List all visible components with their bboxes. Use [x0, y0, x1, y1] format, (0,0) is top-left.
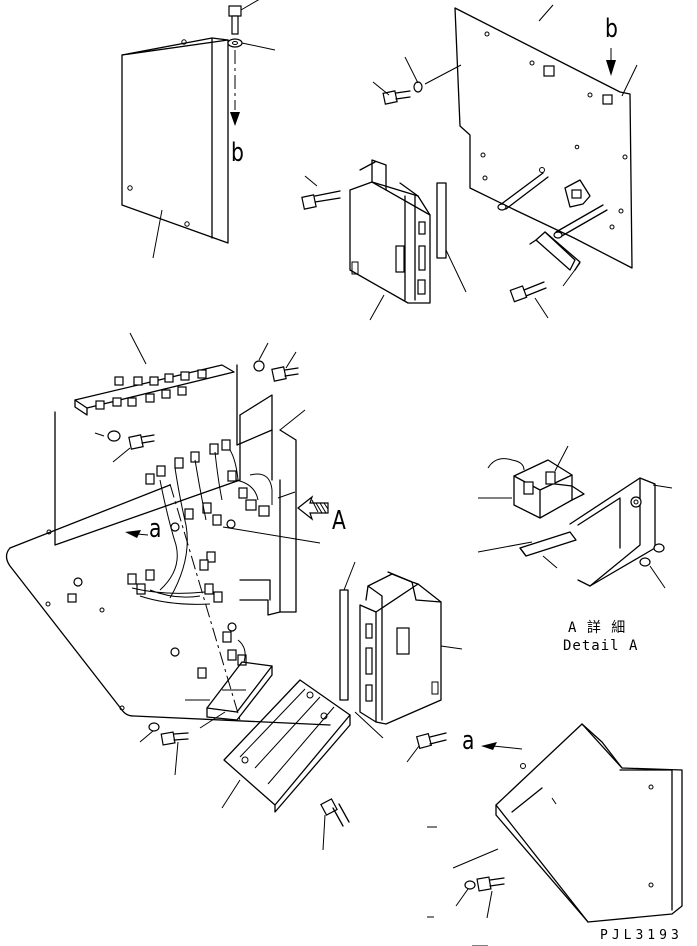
- label-b-top: b: [231, 138, 244, 168]
- bolt-icon: [509, 281, 547, 303]
- detail-a-view: [477, 445, 673, 589]
- main-panel-assembly: [5, 332, 351, 851]
- arrow-down-icon: [230, 112, 240, 126]
- top-plate-assembly: [372, 4, 638, 319]
- bolt-icon: [271, 366, 299, 382]
- drawing-code: PJL3193: [600, 928, 683, 943]
- bolt-icon: [415, 732, 447, 750]
- bold-arrow-icon: [297, 495, 329, 521]
- controller-unit-mid: [339, 561, 463, 763]
- bottom-cover-assembly: [427, 723, 683, 946]
- label-view-a: A: [332, 506, 346, 536]
- arrow-left-icon: [481, 742, 497, 750]
- bolt-icon: [160, 731, 189, 746]
- label-a-right: a: [462, 726, 475, 756]
- bolt-icon: [320, 798, 350, 827]
- arrow-down-icon: [606, 60, 616, 76]
- bolt-icon: [228, 5, 242, 35]
- top-cover-assembly: [121, 0, 276, 259]
- arrow-left-icon: [125, 530, 141, 538]
- washer-icon: [227, 38, 243, 48]
- detail-title-jp: A 詳 細: [568, 620, 627, 636]
- bolt-icon: [128, 434, 155, 450]
- label-a-left: a: [149, 514, 162, 544]
- controller-unit-top: [301, 159, 467, 321]
- label-b-panel: b: [605, 14, 618, 44]
- bolt-icon: [476, 876, 505, 892]
- bolt-icon: [382, 90, 411, 105]
- bolt-icon: [301, 190, 341, 210]
- detail-title-en: Detail A: [563, 638, 639, 654]
